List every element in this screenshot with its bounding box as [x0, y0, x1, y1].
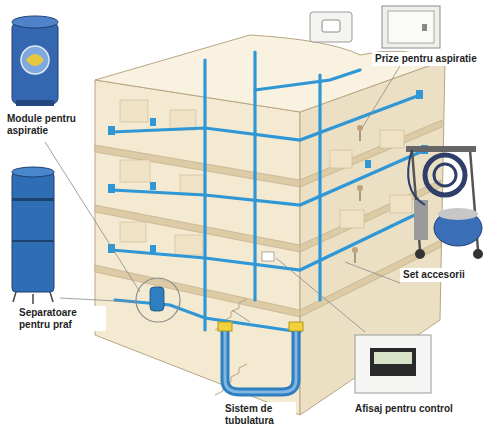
part-label: Separatoare pentru praf [16, 306, 106, 331]
part-label: Set accesorii [400, 268, 468, 282]
part-label: Sistem de tubulatura [222, 402, 296, 427]
part-label: Prize pentru aspiratie [372, 52, 480, 66]
part-label: Afisaj pentru control [352, 402, 456, 416]
part-label: Module pentru aspiratie [4, 112, 82, 137]
